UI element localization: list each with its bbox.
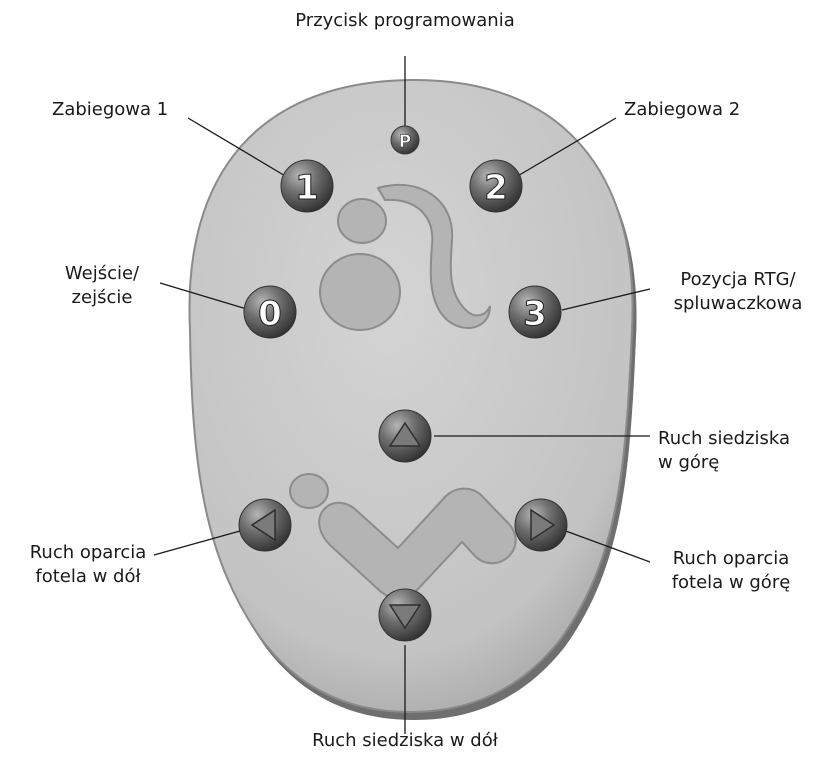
seat-up-button[interactable] xyxy=(379,410,431,462)
label-back-up-line-2: fotela w górę xyxy=(672,571,791,595)
preset-1-button[interactable]: 1 xyxy=(281,160,333,212)
label-rtg-position: Pozycja RTG/ spluwaczkowa xyxy=(674,268,803,316)
label-entry-exit-line-1: Wejście/ xyxy=(65,262,139,286)
label-preset-2: Zabiegowa 2 xyxy=(624,98,740,122)
label-back-up-line-1: Ruch oparcia xyxy=(672,547,791,571)
back-down-button[interactable] xyxy=(239,499,291,551)
label-seat-up-line-1: Ruch siedziska xyxy=(658,427,790,451)
program-button[interactable]: P xyxy=(391,126,419,154)
label-back-down-line-1: Ruch oparcia xyxy=(30,541,147,565)
label-back-down: Ruch oparcia fotela w dół xyxy=(30,541,147,589)
preset-2-button[interactable]: 2 xyxy=(470,160,522,212)
label-back-down-line-2: fotela w dół xyxy=(30,565,147,589)
rtg-position-button-label: 3 xyxy=(523,294,547,334)
preset-1-button-label: 1 xyxy=(295,168,319,208)
label-rtg-line-1: Pozycja RTG/ xyxy=(674,268,803,292)
seat-down-button[interactable] xyxy=(379,589,431,641)
rtg-position-button[interactable]: 3 xyxy=(509,286,561,338)
preset-2-button-label: 2 xyxy=(484,168,508,208)
back-up-button[interactable] xyxy=(515,499,567,551)
label-seat-up: Ruch siedziska w górę xyxy=(658,427,790,475)
label-entry-exit: Wejście/ zejście xyxy=(65,262,139,310)
entry-exit-button-label: 0 xyxy=(258,294,282,334)
label-program-button: Przycisk programowania xyxy=(295,9,515,33)
label-preset-1: Zabiegowa 1 xyxy=(52,98,168,122)
entry-exit-button[interactable]: 0 xyxy=(244,286,296,338)
label-seat-down: Ruch siedziska w dół xyxy=(312,729,498,753)
label-seat-up-line-2: w górę xyxy=(658,451,790,475)
label-back-up: Ruch oparcia fotela w górę xyxy=(672,547,791,595)
label-rtg-line-2: spluwaczkowa xyxy=(674,292,803,316)
label-entry-exit-line-2: zejście xyxy=(65,286,139,310)
program-button-label: P xyxy=(399,132,411,152)
